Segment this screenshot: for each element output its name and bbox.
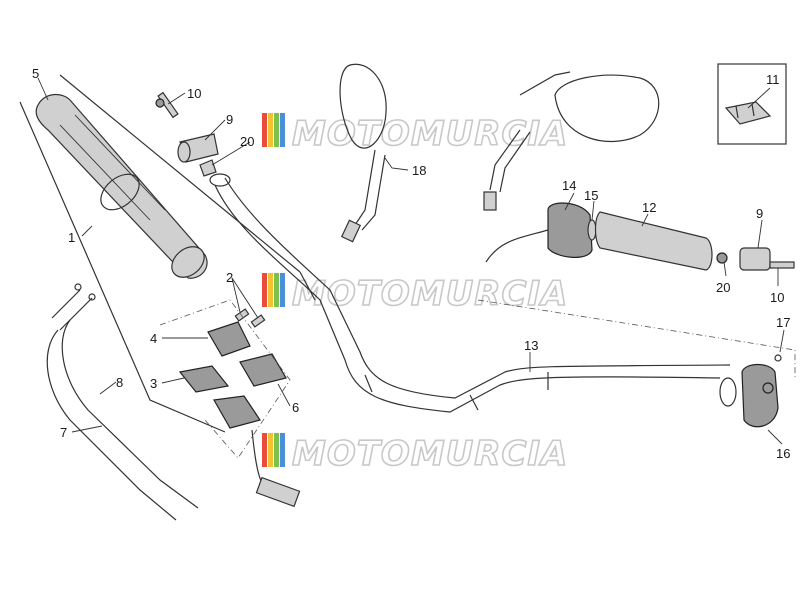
callout-15: 15	[584, 188, 598, 203]
callout-6: 6	[292, 400, 299, 415]
callout-12: 12	[642, 200, 656, 215]
handlebar	[209, 173, 737, 413]
watermark-2: MOTOMURCIA	[262, 273, 568, 315]
callout-7: 7	[60, 425, 67, 440]
left-bar-end	[155, 91, 219, 177]
left-mirror	[339, 63, 387, 243]
callout-17: 17	[776, 315, 790, 330]
assembly-outline	[19, 74, 316, 433]
callout-11: 11	[766, 72, 780, 87]
callout-20-left: 20	[240, 134, 254, 149]
left-switch-assembly	[159, 299, 301, 508]
right-mirror	[483, 71, 660, 211]
leader-lines	[37, 77, 785, 445]
right-switch	[477, 299, 796, 428]
svg-text:MOTOMURCIA: MOTOMURCIA	[292, 114, 568, 154]
callout-10-left: 10	[187, 86, 201, 101]
svg-text:MOTOMURCIA: MOTOMURCIA	[292, 434, 568, 474]
svg-text:MOTOMURCIA: MOTOMURCIA	[292, 274, 568, 314]
callout-1: 1	[68, 230, 75, 245]
callout-labels: 5 1 10 9 20 2 4 3 6 7 8 18 13 14 15 12 9…	[32, 66, 790, 461]
callout-2: 2	[226, 270, 233, 285]
watermark-3: MOTOMURCIA	[262, 433, 568, 475]
callout-10-right: 10	[770, 290, 784, 305]
callout-8: 8	[116, 375, 123, 390]
callout-14: 14	[562, 178, 576, 193]
callout-4: 4	[150, 331, 157, 346]
clip-detail-box	[717, 63, 787, 145]
callout-20-right: 20	[716, 280, 730, 295]
callout-3: 3	[150, 376, 157, 391]
callout-5: 5	[32, 66, 39, 81]
right-grip-assembly	[485, 202, 713, 271]
left-grip	[35, 94, 208, 279]
callout-18: 18	[412, 163, 426, 178]
watermark-1: MOTOMURCIA	[262, 113, 568, 155]
callout-9-right: 9	[756, 206, 763, 221]
callout-16: 16	[776, 446, 790, 461]
throttle-cables	[46, 283, 199, 521]
right-bar-end	[716, 247, 795, 271]
callout-13: 13	[524, 338, 538, 353]
callout-9-left: 9	[226, 112, 233, 127]
